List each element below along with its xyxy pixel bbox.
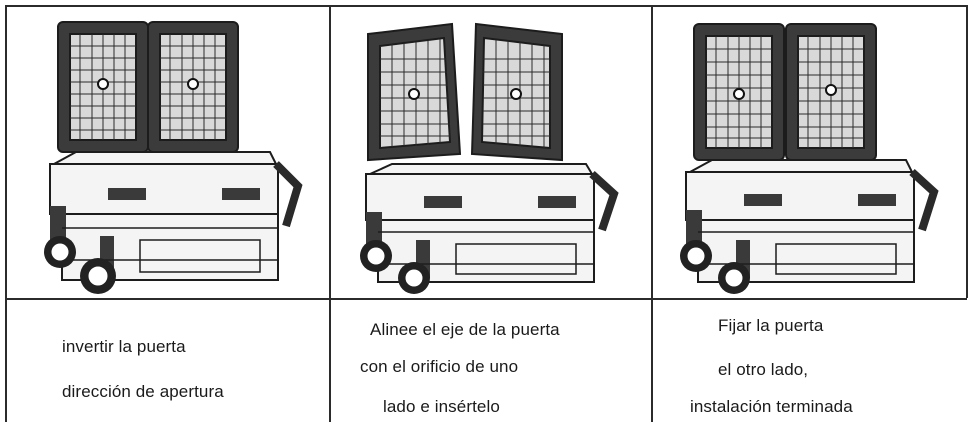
table-column-divider bbox=[329, 5, 331, 422]
table-row-divider bbox=[5, 298, 967, 300]
cooler-icon bbox=[360, 22, 619, 294]
cooler-icon bbox=[44, 21, 303, 294]
step-3-caption-line-3: instalación terminada bbox=[690, 397, 853, 416]
step-2-caption-line-1: Alinee el eje de la puerta bbox=[370, 320, 560, 339]
step-2-caption-line-2: con el orificio de uno bbox=[360, 357, 519, 376]
step-2-cooler-illustration bbox=[356, 14, 626, 294]
table-border-left bbox=[5, 5, 7, 422]
step-3-caption-line-1: Fijar la puerta bbox=[718, 316, 824, 335]
step-1-caption-line-2: dirección de apertura bbox=[62, 382, 224, 401]
table-border-top bbox=[5, 5, 967, 7]
step-3-caption-line-2: el otro lado, bbox=[718, 360, 809, 379]
step-1-cooler-illustration bbox=[40, 14, 310, 294]
step-2-caption-line-3: lado e insértelo bbox=[383, 397, 500, 416]
table-column-divider bbox=[651, 5, 653, 422]
step-1-caption-line-1: invertir la puerta bbox=[62, 337, 186, 356]
step-3-cooler-illustration bbox=[676, 14, 946, 294]
cooler-icon bbox=[680, 23, 939, 294]
table-border-right bbox=[966, 5, 968, 298]
